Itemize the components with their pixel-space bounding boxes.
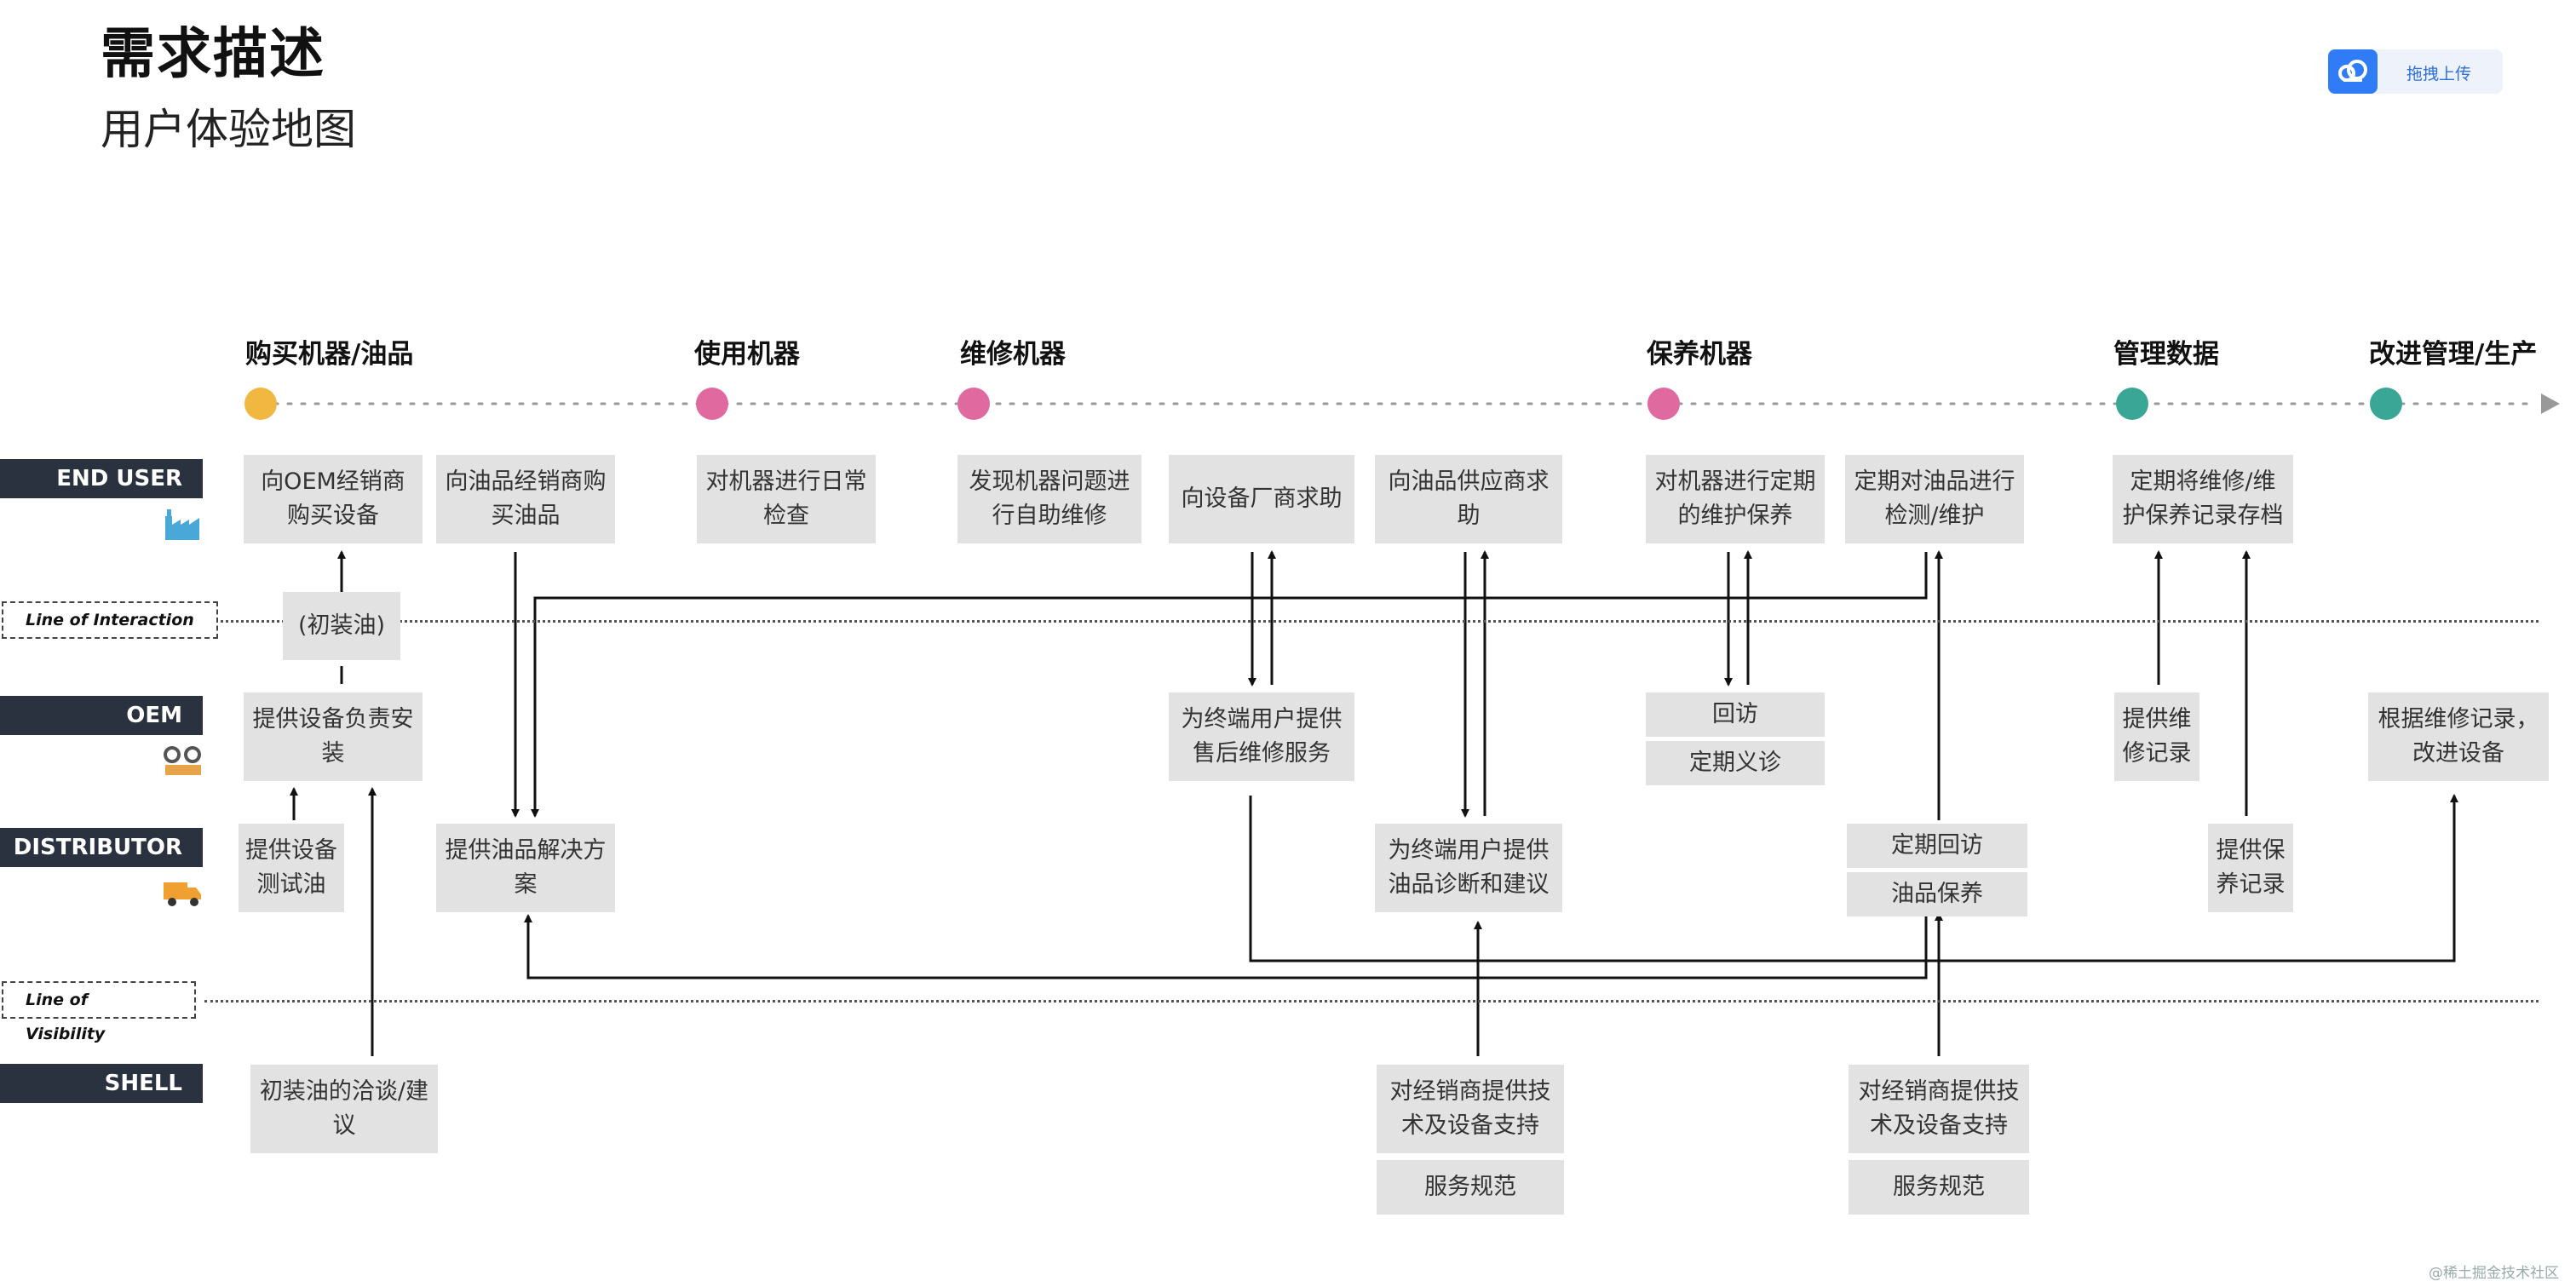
step-dist-regular-visit: 定期回访	[1847, 824, 2027, 868]
phase-label-maintain: 保养机器	[1647, 339, 1752, 370]
row-label-shell: SHELL	[0, 1064, 203, 1103]
step-ask-oil-supplier: 向油品供应商求助	[1375, 455, 1562, 543]
phase-dot-improve	[2370, 388, 2402, 420]
step-oem-after-sales: 为终端用户提供售后维修服务	[1169, 692, 1354, 781]
cloud-upload-icon	[2328, 49, 2378, 94]
factory-icon	[164, 508, 201, 549]
step-dist-test-oil: 提供设备测试油	[239, 824, 344, 912]
step-shell-negotiation: 初装油的洽谈/建议	[250, 1065, 438, 1153]
step-regular-maintenance: 对机器进行定期的维护保养	[1646, 455, 1825, 543]
phase-dot-use	[696, 388, 728, 420]
truck-icon	[162, 877, 203, 916]
step-oem-improve: 根据维修记录，改进设备	[2368, 692, 2549, 781]
step-oem-provide-records: 提供维修记录	[2114, 692, 2199, 781]
phase-label-buy: 购买机器/油品	[245, 339, 414, 370]
step-dist-oil-diagnosis: 为终端用户提供油品诊断和建议	[1375, 824, 1562, 912]
step-oem-regular-clinic: 定期义诊	[1646, 741, 1825, 785]
machinery-icon	[164, 744, 203, 784]
page-subtitle: 用户体验地图	[101, 105, 356, 154]
phase-dot-buy	[244, 388, 277, 420]
step-dist-provide-records: 提供保养记录	[2208, 824, 2293, 912]
step-shell-tech-support-1: 对经销商提供技术及设备支持	[1377, 1065, 1564, 1153]
step-dist-oil-solution: 提供油品解决方案	[436, 824, 615, 912]
phase-dot-manage	[2116, 388, 2148, 420]
row-label-distributor: DISTRIBUTOR	[0, 828, 203, 867]
phase-dot-maintain	[1647, 388, 1680, 420]
line-of-visibility-divider	[204, 1000, 2539, 1003]
step-shell-tech-support-2: 对经销商提供技术及设备支持	[1849, 1065, 2029, 1153]
step-buy-oil: 向油品经销商购买油品	[436, 455, 615, 543]
step-buy-equipment: 向OEM经销商购买设备	[244, 455, 423, 543]
step-oil-testing: 定期对油品进行检测/维护	[1845, 455, 2024, 543]
row-label-oem: OEM	[0, 696, 203, 735]
step-shell-service-standard-1: 服务规范	[1377, 1160, 1564, 1215]
step-shell-service-standard-2: 服务规范	[1849, 1160, 2029, 1215]
phase-label-use: 使用机器	[694, 339, 800, 370]
row-label-end-user: END USER	[0, 459, 203, 498]
step-daily-check: 对机器进行日常检查	[697, 455, 876, 543]
step-self-repair: 发现机器问题进行自助维修	[957, 455, 1141, 543]
step-ask-oem: 向设备厂商求助	[1169, 455, 1354, 543]
step-oem-return-visit: 回访	[1646, 692, 1825, 737]
line-of-visibility-label: Line of Visibility	[2, 981, 196, 1043]
line-of-interaction-divider	[204, 620, 2539, 623]
line-of-interaction-label: Line of Interaction	[2, 601, 218, 639]
phase-label-improve: 改进管理/生产	[2369, 339, 2538, 370]
upload-button[interactable]: 拖拽上传	[2328, 49, 2503, 94]
step-oem-install: 提供设备负责安装	[244, 692, 423, 781]
step-archive-records: 定期将维修/维护保养记录存档	[2113, 455, 2293, 543]
phase-dot-repair	[957, 388, 990, 420]
phase-label-repair: 维修机器	[960, 339, 1066, 370]
watermark: @稀土掘金技术社区	[2429, 1265, 2559, 1282]
step-initial-oil: (初装油)	[283, 592, 400, 660]
phase-label-manage: 管理数据	[2113, 339, 2219, 370]
step-dist-oil-maintenance: 油品保养	[1847, 872, 2027, 916]
upload-label: 拖拽上传	[2406, 65, 2472, 83]
page-title: 需求描述	[101, 23, 325, 86]
